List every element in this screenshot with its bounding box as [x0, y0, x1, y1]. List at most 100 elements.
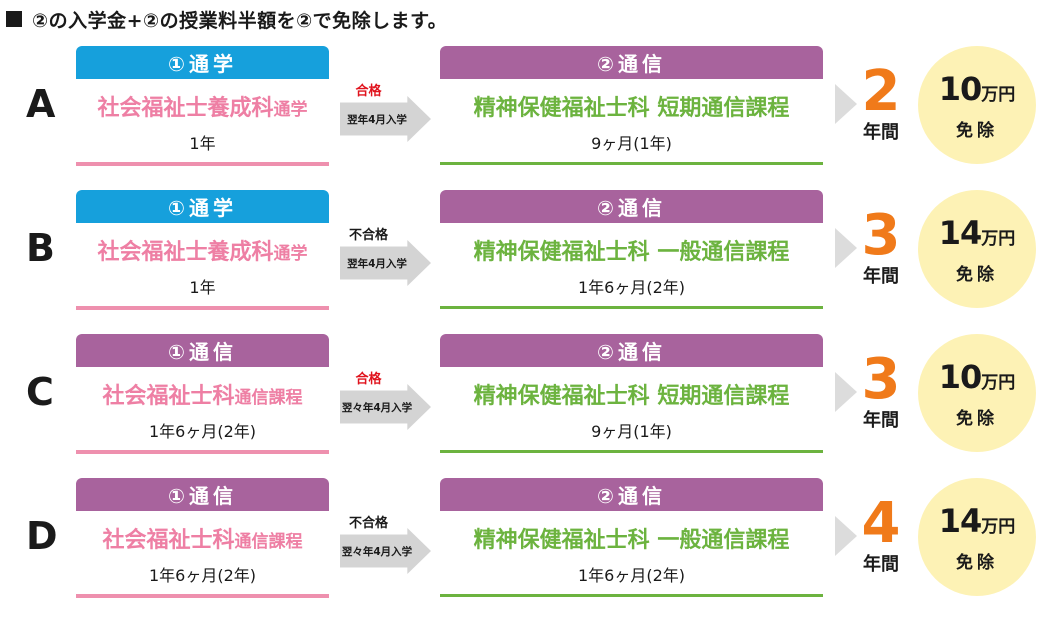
exemption-badge: 10万円 免除 [918, 46, 1036, 164]
first-course-duration: 1年6ヶ月(2年) [148, 422, 257, 441]
first-course-name: 社会福祉士養成科通学 [76, 90, 329, 122]
second-course-tab: ②通信 [440, 334, 823, 367]
plan-row-b: B ①通学 社会福祉士養成科通学 1年 不合格 翌年4月入学 ②通信 精神保健福… [0, 190, 1040, 330]
first-course-tab: ①通学 [76, 46, 329, 79]
total-years-unit: 年間 [863, 554, 899, 575]
arrow-right-icon: 翌年4月入学 [340, 96, 431, 142]
second-course-duration: 1年6ヶ月(2年) [577, 566, 686, 585]
exemption-badge: 14万円 免除 [918, 478, 1036, 596]
plan-row-c: C ①通信 社会福祉士科通信課程 1年6ヶ月(2年) 合格 翌々年4月入学 ②通… [0, 334, 1040, 474]
exemption-amount-number: 10 [938, 70, 983, 108]
exemption-badge: 14万円 免除 [918, 190, 1036, 308]
exemption-label: 免除 [956, 553, 998, 573]
exemption-amount-unit: 万円 [981, 517, 1016, 537]
total-years: 4 年間 [855, 494, 907, 576]
second-course: ②通信 精神保健福祉士科 一般通信課程 1年6ヶ月(2年) [440, 190, 823, 312]
total-years-number: 3 [861, 347, 901, 412]
exam-result: 不合格 [348, 228, 388, 243]
divider [440, 162, 823, 165]
exemption-amount: 10万円 [918, 70, 1036, 108]
arrow-right-icon: 翌年4月入学 [340, 240, 431, 286]
exemption-amount: 14万円 [918, 502, 1036, 540]
second-course-duration: 1年6ヶ月(2年) [577, 278, 686, 297]
divider [440, 450, 823, 453]
exam-result: 不合格 [348, 516, 388, 531]
first-course-tab: ①通学 [76, 190, 329, 223]
chevron-right-icon [835, 516, 857, 556]
enrollment-timing: 翌々年4月入学 [341, 545, 413, 558]
first-course: ①通信 社会福祉士科通信課程 1年6ヶ月(2年) [76, 478, 329, 600]
plan-letter: B [26, 226, 55, 270]
arrow-right-icon: 翌々年4月入学 [340, 384, 431, 430]
enrollment-timing: 翌年4月入学 [347, 113, 407, 126]
first-course-name: 社会福祉士科通信課程 [76, 522, 329, 554]
enrollment-timing: 翌年4月入学 [347, 257, 407, 270]
exam-result: 合格 [355, 84, 382, 99]
divider [76, 594, 329, 598]
first-course: ①通信 社会福祉士科通信課程 1年6ヶ月(2年) [76, 334, 329, 456]
exemption-label: 免除 [956, 265, 998, 285]
second-course-name: 精神保健福祉士科 短期通信課程 [473, 384, 790, 409]
exemption-amount-unit: 万円 [981, 85, 1016, 105]
first-course-duration: 1年 [189, 134, 216, 153]
total-years-number: 2 [861, 59, 901, 124]
exemption-amount-number: 10 [938, 358, 983, 396]
exemption-amount-unit: 万円 [981, 229, 1016, 249]
exemption-amount-unit: 万円 [981, 373, 1016, 393]
second-course-duration: 9ヶ月(1年) [591, 134, 672, 153]
exemption-label: 免除 [956, 409, 998, 429]
second-course: ②通信 精神保健福祉士科 短期通信課程 9ヶ月(1年) [440, 46, 823, 168]
total-years-unit: 年間 [863, 410, 899, 431]
total-years: 3 年間 [855, 350, 907, 432]
total-years-number: 3 [861, 203, 901, 268]
second-course-name: 精神保健福祉士科 短期通信課程 [473, 96, 790, 121]
enrollment-timing: 翌々年4月入学 [341, 401, 413, 414]
first-course-name-sub: 通学 [273, 100, 308, 120]
divider [76, 162, 329, 166]
header-text: ②の入学金+②の授業料半額を②で免除します。 [32, 9, 448, 32]
total-years: 2 年間 [855, 62, 907, 144]
exemption-badge: 10万円 免除 [918, 334, 1036, 452]
second-course: ②通信 精神保健福祉士科 短期通信課程 9ヶ月(1年) [440, 334, 823, 456]
first-course-tab: ①通信 [76, 334, 329, 367]
divider [440, 594, 823, 597]
exemption-amount: 14万円 [918, 214, 1036, 252]
first-course-name-sub: 通信課程 [234, 532, 303, 552]
second-course-name: 精神保健福祉士科 一般通信課程 [473, 528, 790, 553]
first-course-name: 社会福祉士科通信課程 [76, 378, 329, 410]
first-course-tab: ①通信 [76, 478, 329, 511]
first-course: ①通学 社会福祉士養成科通学 1年 [76, 46, 329, 168]
plan-row-a: A ①通学 社会福祉士養成科通学 1年 合格 翌年4月入学 ②通信 精神保健福祉… [0, 46, 1040, 186]
first-course-name-main: 社会福祉士科 [102, 384, 235, 409]
second-course-tab: ②通信 [440, 478, 823, 511]
divider [440, 306, 823, 309]
first-course-name-main: 社会福祉士科 [102, 528, 235, 553]
first-course-name-sub: 通信課程 [234, 388, 303, 408]
chevron-right-icon [835, 84, 857, 124]
divider [76, 306, 329, 310]
total-years-unit: 年間 [863, 122, 899, 143]
plan-row-d: D ①通信 社会福祉士科通信課程 1年6ヶ月(2年) 不合格 翌々年4月入学 ②… [0, 478, 1040, 618]
arrow-right-icon: 翌々年4月入学 [340, 528, 431, 574]
plan-letter: C [26, 370, 54, 414]
first-course-duration: 1年 [189, 278, 216, 297]
total-years-number: 4 [861, 491, 901, 556]
first-course-name-main: 社会福祉士養成科 [97, 240, 274, 265]
first-course-name-sub: 通学 [273, 244, 308, 264]
first-course-name-main: 社会福祉士養成科 [97, 96, 274, 121]
chevron-right-icon [835, 228, 857, 268]
divider [76, 450, 329, 454]
exemption-label: 免除 [956, 121, 998, 141]
square-bullet-icon [6, 11, 22, 27]
second-course-tab: ②通信 [440, 46, 823, 79]
plan-letter: A [26, 82, 56, 126]
first-course-duration: 1年6ヶ月(2年) [148, 566, 257, 585]
first-course: ①通学 社会福祉士養成科通学 1年 [76, 190, 329, 312]
exam-result: 合格 [355, 372, 382, 387]
total-years-unit: 年間 [863, 266, 899, 287]
exemption-amount-number: 14 [938, 214, 983, 252]
second-course-duration: 9ヶ月(1年) [591, 422, 672, 441]
first-course-name: 社会福祉士養成科通学 [76, 234, 329, 266]
chevron-right-icon [835, 372, 857, 412]
exemption-amount: 10万円 [918, 358, 1036, 396]
